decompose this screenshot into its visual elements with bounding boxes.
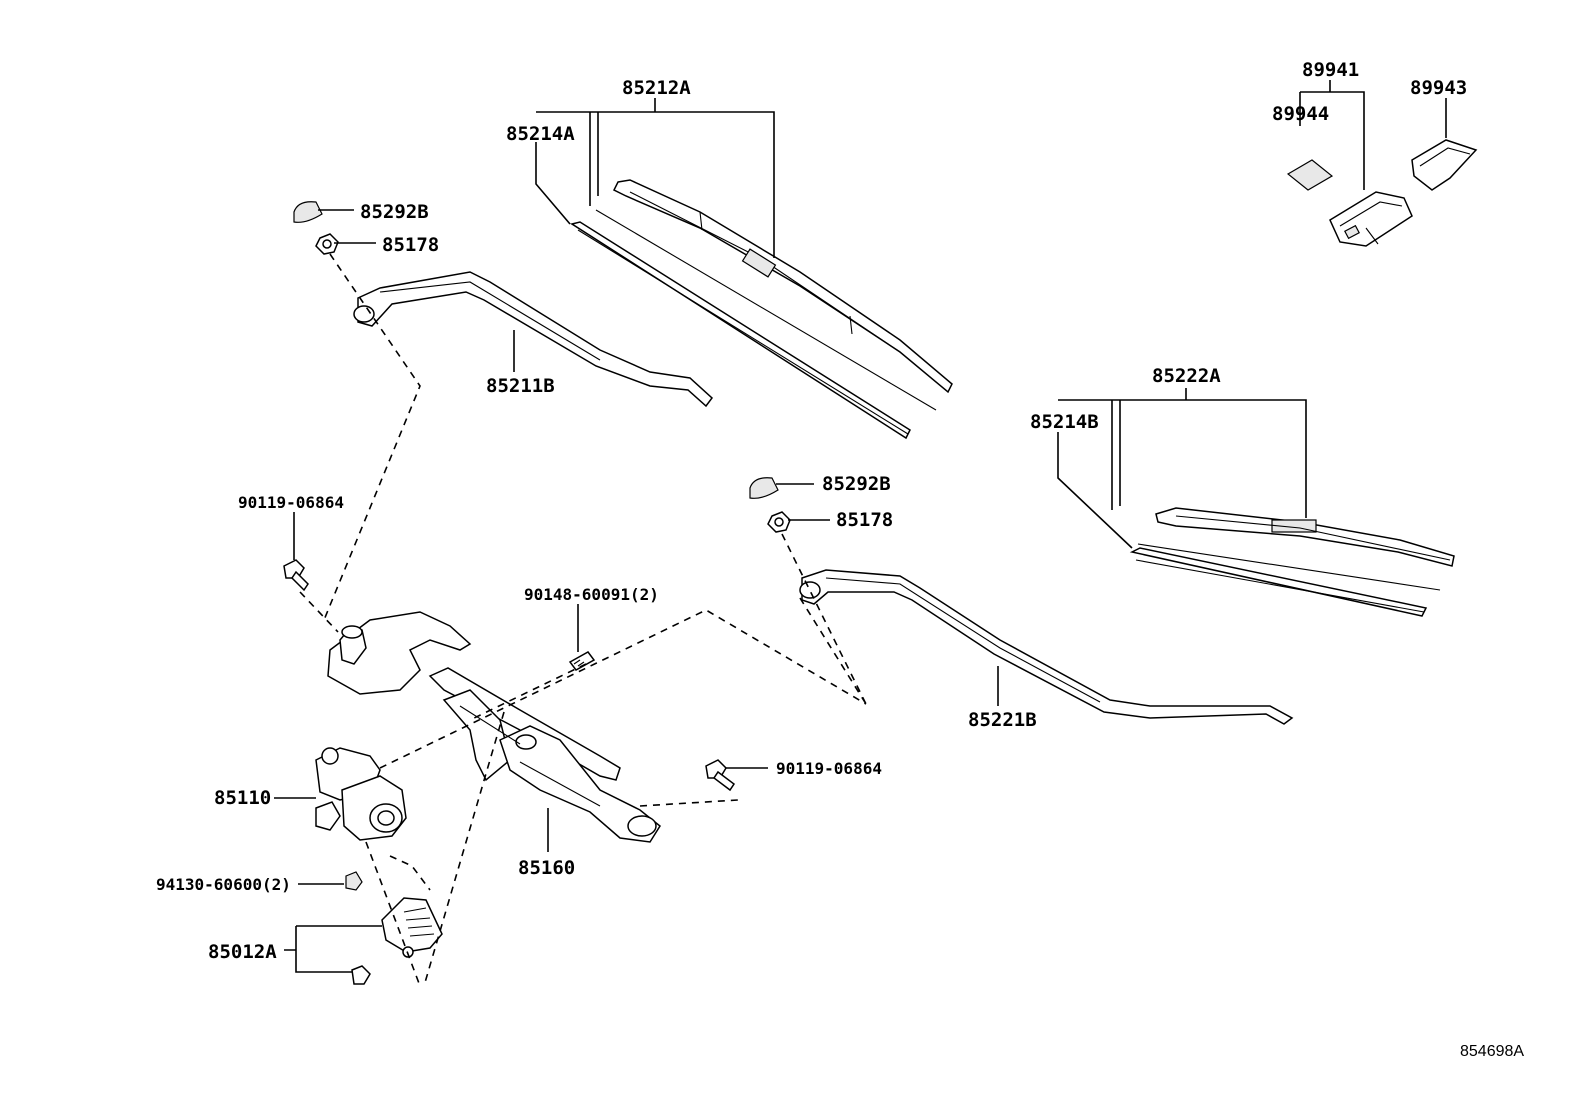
part-89943-clip xyxy=(1411,139,1478,191)
motor-nut xyxy=(345,871,363,891)
label-85222A: 85222A xyxy=(1152,365,1221,387)
bracket-grommet xyxy=(351,965,371,985)
label-90119-06864-right: 90119-06864 xyxy=(776,759,882,778)
label-94130-60600: 94130-60600(2) xyxy=(156,875,291,894)
right-arm-cap xyxy=(749,477,779,499)
label-90148-60091: 90148-60091(2) xyxy=(524,585,659,604)
label-85214A: 85214A xyxy=(506,123,575,145)
label-85292B-left: 85292B xyxy=(360,201,429,223)
left-wiper-arm xyxy=(353,271,714,408)
right-wiper-blade xyxy=(1155,507,1455,567)
right-arm-nut xyxy=(767,511,791,533)
label-85211B: 85211B xyxy=(486,375,555,397)
label-90119-06864-left: 90119-06864 xyxy=(238,493,344,512)
label-85178-left: 85178 xyxy=(382,234,439,256)
assembly-dashed-lines xyxy=(299,253,867,987)
left-arm-nut xyxy=(315,233,339,255)
right-wiper-arm xyxy=(799,569,1294,725)
bolt-90119-right xyxy=(705,759,736,792)
left-wiper-blade xyxy=(612,179,953,394)
label-85012A: 85012A xyxy=(208,941,277,963)
part-89944-pad xyxy=(1286,159,1334,191)
wiper-linkage xyxy=(327,611,661,843)
left-blade-rubber xyxy=(570,209,937,440)
bolt-90119-left xyxy=(283,559,309,592)
bolt-90148 xyxy=(568,651,596,671)
diagram-id-code: 854698A xyxy=(1460,1043,1524,1060)
left-arm-cap xyxy=(293,201,323,223)
label-85221B: 85221B xyxy=(968,709,1037,731)
label-85110: 85110 xyxy=(214,787,271,809)
label-89941: 89941 xyxy=(1302,59,1359,81)
label-85160: 85160 xyxy=(518,857,575,879)
leader-lines xyxy=(274,80,1447,973)
right-blade-rubber xyxy=(1129,543,1441,617)
wiper-motor xyxy=(315,747,407,841)
label-89943: 89943 xyxy=(1410,77,1467,99)
label-85292B-right: 85292B xyxy=(822,473,891,495)
part-89941-bracket xyxy=(1329,191,1413,247)
label-85178-right: 85178 xyxy=(836,509,893,531)
part-labels: 85212A 85214A 85292B 85178 85211B 89941 … xyxy=(156,59,1524,1060)
label-85212A: 85212A xyxy=(622,77,691,99)
label-89944: 89944 xyxy=(1272,103,1329,125)
label-85214B: 85214B xyxy=(1030,411,1099,433)
